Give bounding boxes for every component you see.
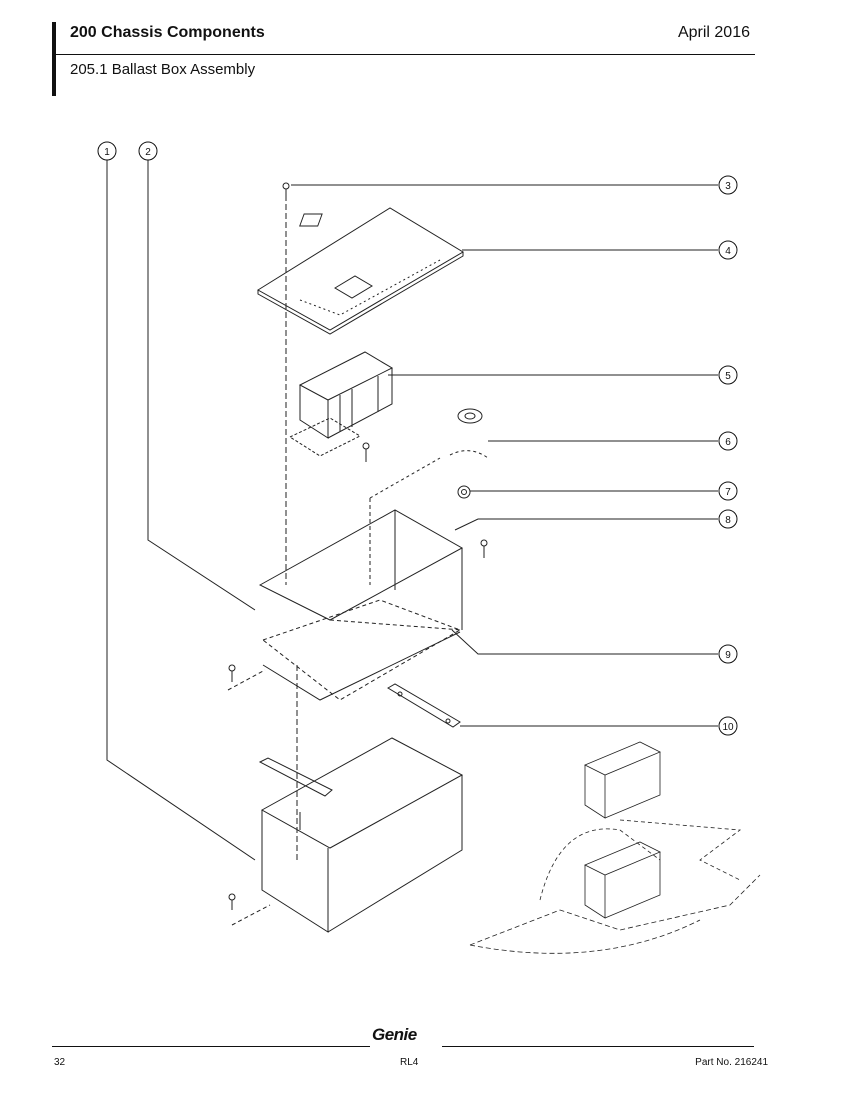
part-3-bolt <box>282 182 290 196</box>
callout-7: 7 <box>718 481 738 501</box>
leader-line-1 <box>106 160 256 861</box>
callout-label-3: 3 <box>725 181 731 192</box>
part-number: Part No. 216241 <box>695 1057 768 1068</box>
callout-10: 10 <box>718 716 738 736</box>
part-5-battery <box>288 351 394 462</box>
inset-view <box>469 741 761 954</box>
callout-8: 8 <box>718 509 738 529</box>
callout-label-10: 10 <box>722 722 734 733</box>
genie-logo: Genie <box>372 1025 417 1044</box>
callout-label-5: 5 <box>725 371 731 382</box>
part-6-cap <box>449 408 489 459</box>
model-name: RL4 <box>400 1057 419 1068</box>
part-4-cover-plate <box>257 207 464 335</box>
part-8-box-upper <box>258 457 488 631</box>
leader-line-9 <box>451 629 718 655</box>
part-1-ballast-box <box>228 737 464 933</box>
callout-3: 3 <box>718 175 738 195</box>
footer-rule-right <box>442 1046 754 1047</box>
leader-line-2 <box>147 160 256 611</box>
callout-label-8: 8 <box>725 515 731 526</box>
callout-9: 9 <box>718 644 738 664</box>
callout-6: 6 <box>718 431 738 451</box>
header-rule <box>56 54 755 55</box>
callout-label-1: 1 <box>104 147 110 158</box>
callout-2: 2 <box>138 141 158 161</box>
part-7-grommet <box>457 485 471 499</box>
footer-rule-left <box>52 1046 370 1047</box>
header-date: April 2016 <box>677 24 750 41</box>
callout-label-4: 4 <box>725 246 731 257</box>
callout-5: 5 <box>718 365 738 385</box>
header-bar <box>52 22 56 96</box>
part-10-bracket <box>387 683 461 728</box>
callout-label-7: 7 <box>725 487 731 498</box>
subsection-title: 205.1 Ballast Box Assembly <box>70 61 256 78</box>
section-title: 200 Chassis Components <box>70 24 265 41</box>
part-9-box-lower <box>227 599 462 701</box>
callout-label-6: 6 <box>725 437 731 448</box>
callout-1: 1 <box>97 141 117 161</box>
callout-label-9: 9 <box>725 650 731 661</box>
callout-4: 4 <box>718 240 738 260</box>
page-number: 32 <box>54 1057 66 1068</box>
leader-line-8 <box>454 518 718 531</box>
callout-label-2: 2 <box>145 147 151 158</box>
